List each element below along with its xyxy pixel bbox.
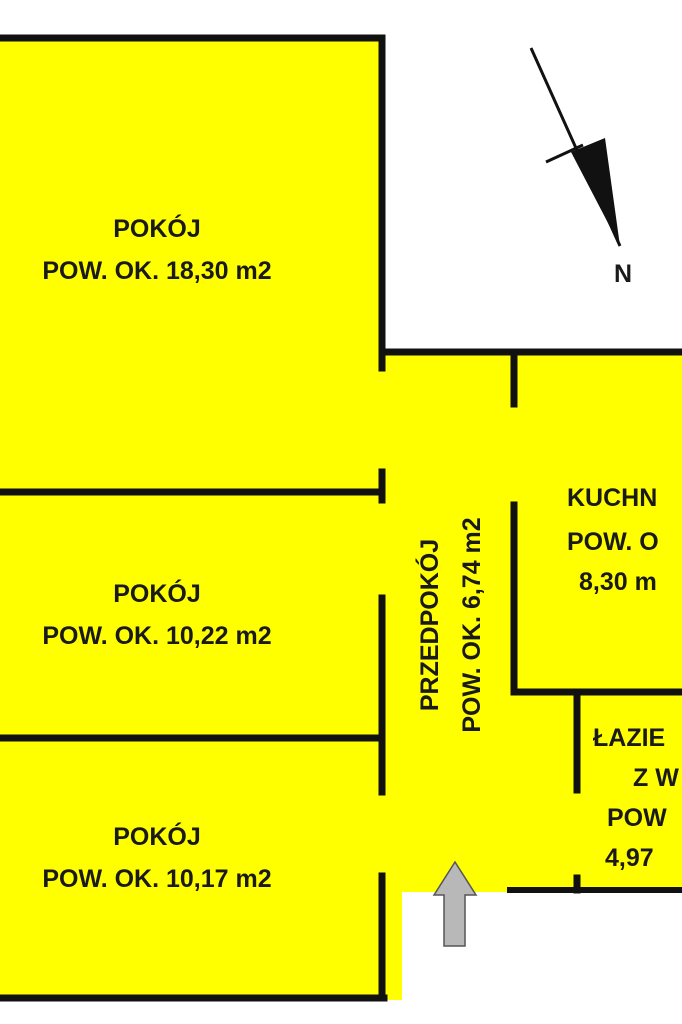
room-area: POW. OK. 10,22 m2 xyxy=(42,622,271,650)
room-label-pokoj-1: POKÓJ POW. OK. 18,30 m2 xyxy=(42,213,271,285)
room-area: POW. O xyxy=(567,528,659,556)
north-arrow-icon: N xyxy=(529,47,632,288)
north-label: N xyxy=(614,260,632,288)
room-label-pokoj-3: POKÓJ POW. OK. 10,17 m2 xyxy=(42,821,271,893)
room-name: POKÓJ xyxy=(113,578,201,608)
room-line3: POW xyxy=(607,804,667,832)
room-area: POW. OK. 18,30 m2 xyxy=(42,257,271,285)
room-name: POKÓJ xyxy=(113,213,201,243)
walls xyxy=(0,34,682,1002)
room-area-value: 8,30 m xyxy=(579,568,657,596)
room-area: POW. OK. 10,17 m2 xyxy=(42,865,271,893)
room-area: POW. OK. 6,74 m2 xyxy=(458,517,486,732)
room-name: KUCHN xyxy=(567,484,657,512)
room-label-pokoj-2: POKÓJ POW. OK. 10,22 m2 xyxy=(42,578,271,650)
room-label-przedpokoj: PRZEDPOKÓJ POW. OK. 6,74 m2 xyxy=(414,517,486,732)
room-name: PRZEDPOKÓJ xyxy=(414,539,444,711)
room-line2: Z W xyxy=(633,764,679,792)
room-name: POKÓJ xyxy=(113,821,201,851)
room-label-kuchnia: KUCHN POW. O 8,30 m xyxy=(567,484,659,596)
floor-fill xyxy=(0,38,682,1000)
entrance-arrow-icon xyxy=(432,860,478,947)
room-name: ŁAZIE xyxy=(593,724,665,752)
room-area: 4,97 xyxy=(605,844,654,872)
room-label-lazienka: ŁAZIE Z W POW 4,97 xyxy=(593,724,679,872)
